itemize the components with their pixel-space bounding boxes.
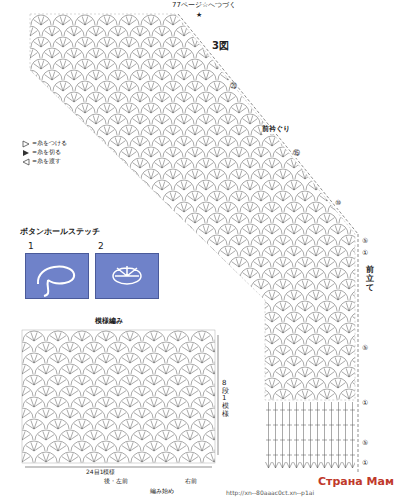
step-number: 2 xyxy=(98,241,104,251)
row-number: ① xyxy=(362,460,368,468)
stitch-illustration xyxy=(96,254,158,298)
fan-stitches xyxy=(9,15,392,410)
fan-stitches xyxy=(22,331,215,463)
legend-text: =糸を切る xyxy=(32,149,61,156)
part-name: 前衿ぐり xyxy=(262,126,290,134)
bracket xyxy=(218,335,219,455)
legend-symbol xyxy=(23,141,29,147)
chart-title: 模様編み xyxy=(95,318,123,326)
row-number: ① xyxy=(362,400,368,408)
row-number: ⑤ xyxy=(362,238,368,246)
legend-symbol xyxy=(23,150,29,156)
part-name: 後・左前 xyxy=(104,478,128,485)
marker: ★ xyxy=(196,12,202,20)
watermark-url: http://xn--80aaac0ct.xn--p1ai xyxy=(226,490,314,497)
row-number: ⑮ xyxy=(293,150,300,158)
step-number: 1 xyxy=(28,241,34,251)
row-marker-line xyxy=(358,234,359,472)
chart-outline xyxy=(22,330,215,463)
stitch-illustration xyxy=(26,254,88,298)
repeat-note: 8段1模様 xyxy=(222,380,229,418)
row-number: ⑳ xyxy=(230,83,237,91)
part-name: 前立て xyxy=(366,266,374,292)
technique-name: ボタンホールステッチ xyxy=(20,228,100,237)
part-name: 右前 xyxy=(185,478,197,485)
start-note: 編み始め xyxy=(150,488,174,495)
column-stitches xyxy=(265,400,355,470)
repeat-note: 24目1模様 xyxy=(86,469,115,476)
bracket xyxy=(25,467,212,468)
watermark: Страна Мам xyxy=(318,476,394,488)
fan-stroke xyxy=(22,331,215,463)
row-number: ⑤ xyxy=(362,440,368,448)
row-number: ① xyxy=(362,250,368,258)
fan-stroke xyxy=(9,15,392,410)
row-number: ⑩ xyxy=(335,200,341,208)
illustration-box: 1 xyxy=(25,253,89,299)
legend-text: =糸を渡す xyxy=(32,158,61,165)
row-marker-line xyxy=(178,14,358,234)
legend-symbol xyxy=(23,159,29,165)
illustration-box: 2 xyxy=(95,253,159,299)
chart-outline xyxy=(30,14,355,400)
legend-text: =糸をつける xyxy=(32,140,67,147)
figure-title: 3図 xyxy=(212,40,229,51)
page-reference: 77ページ☆へつづく xyxy=(172,2,236,10)
row-number: ⑤ xyxy=(362,345,368,353)
